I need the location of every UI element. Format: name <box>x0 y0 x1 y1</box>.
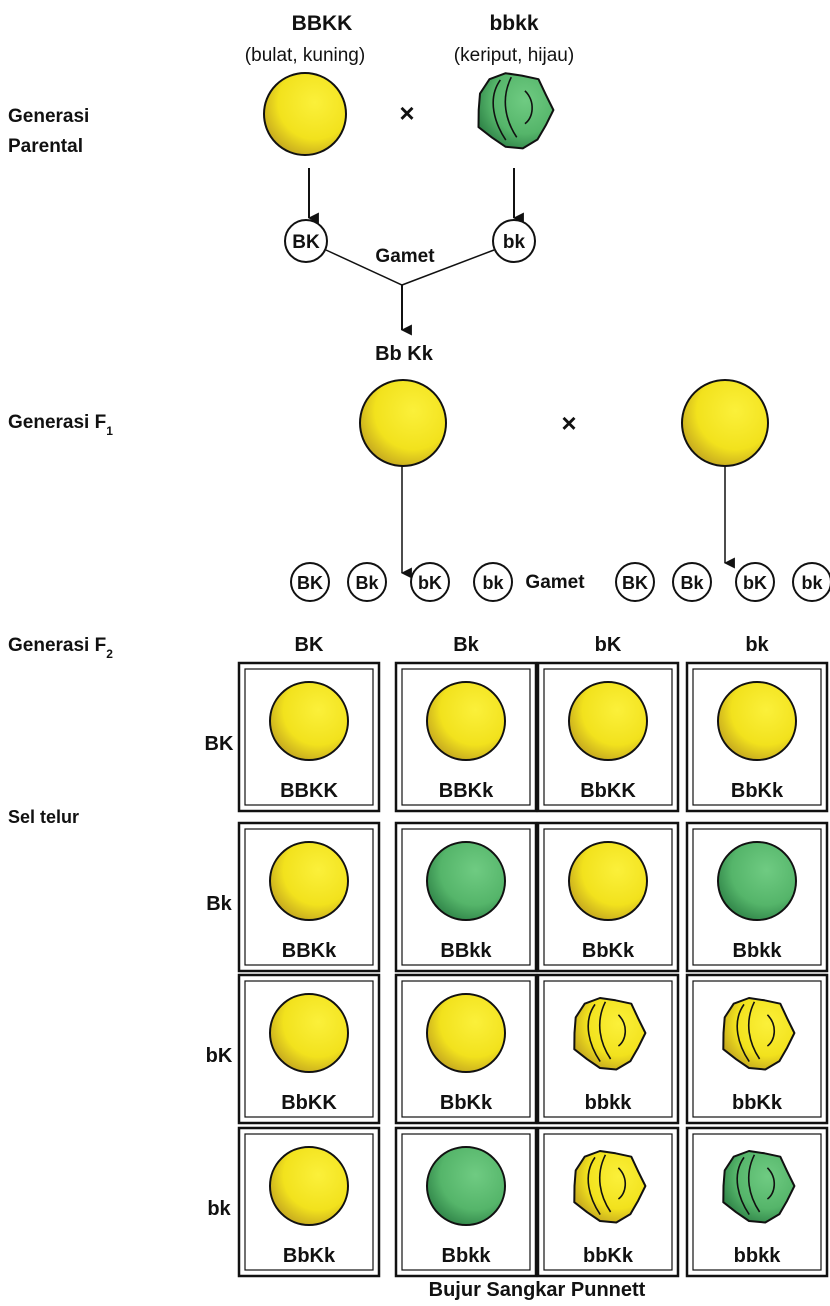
parent-right-genotype: bbkk <box>489 12 538 35</box>
punnett-cell: BBKk <box>237 821 381 973</box>
cell-genotype: BBkk <box>440 940 492 962</box>
punnett-cell: BbKK <box>536 661 680 813</box>
cell-genotype: BBKk <box>439 780 494 802</box>
parent-left-phenotype: (bulat, kuning) <box>245 45 365 66</box>
punnett-cell: Bbkk <box>394 1126 538 1278</box>
gamete-label: Gamet <box>375 246 435 267</box>
punnett-seed <box>573 1150 647 1224</box>
row-header-2: Bk <box>206 893 232 915</box>
parental-label-line2: Parental <box>8 136 83 157</box>
f1-gamete-left-1-label: BK <box>297 573 323 593</box>
column-header-2: Bk <box>453 634 479 656</box>
cell-genotype: Bbkk <box>442 1245 492 1267</box>
punnett-seed <box>568 841 648 921</box>
cell-genotype: Bbkk <box>733 940 783 962</box>
column-header-1: BK <box>295 634 324 656</box>
cell-genotype: BbKK <box>281 1092 337 1114</box>
punnett-cell: BbKK <box>237 973 381 1125</box>
cell-genotype: BbKk <box>582 940 635 962</box>
f1-gamete-right-2: Bk <box>672 562 712 602</box>
punnett-seed <box>269 1146 349 1226</box>
parent-gamete-left-label: BK <box>292 232 320 253</box>
f1-gamete-right-3-label: bK <box>743 573 767 593</box>
punnett-cell: bbkk <box>536 973 680 1125</box>
side-label-sel-telur: Sel telur <box>8 807 79 827</box>
f1-seed-left <box>359 379 447 467</box>
f1-gamete-right-4: bk <box>792 562 830 602</box>
f1-gamete-right-1-label: BK <box>622 573 648 593</box>
punnett-cell: Bbkk <box>685 821 829 973</box>
punnett-seed <box>426 841 506 921</box>
parent-seeds <box>263 72 555 156</box>
f1-cross-symbol: × <box>561 408 576 438</box>
f1-gamete-left-4: bk <box>473 562 513 602</box>
cell-genotype: BbKk <box>731 780 784 802</box>
punnett-cell: BBKK <box>237 661 381 813</box>
f1-genotype: Bb Kk <box>375 343 434 365</box>
punnett-seed <box>722 997 796 1071</box>
row-header-1: BK <box>205 733 234 755</box>
punnett-cell: BbKk <box>237 1126 381 1278</box>
parent-left-seed <box>263 72 347 156</box>
cell-genotype: bbkk <box>734 1245 782 1267</box>
punnett-seed <box>722 1150 796 1224</box>
punnett-seed <box>269 841 349 921</box>
punnett-seed <box>568 681 648 761</box>
cell-genotype: bbkk <box>585 1092 633 1114</box>
f1-generation-label: Generasi F1 <box>8 412 113 438</box>
parent-gamete-right-label: bk <box>503 232 526 253</box>
cell-genotype: BbKk <box>440 1092 493 1114</box>
f1-seed-right <box>681 379 769 467</box>
f1-gamete-row: BK Bk bK bk BK Bk bK bk <box>290 562 830 602</box>
column-header-3: bK <box>595 634 622 656</box>
cell-genotype: bbKk <box>732 1092 783 1114</box>
cell-genotype: BBKK <box>280 780 338 802</box>
f1-gamete-left-3: bK <box>410 562 450 602</box>
cell-genotype: BBKk <box>282 940 337 962</box>
f1-gamete-left-1: BK <box>290 562 330 602</box>
punnett-cell: BbKk <box>394 973 538 1125</box>
row-header-3: bK <box>206 1045 233 1067</box>
punnett-cell: BbKk <box>685 661 829 813</box>
punnett-cell: BBkk <box>394 821 538 973</box>
punnett-cell: bbKk <box>536 1126 680 1278</box>
parental-label-line1: Generasi <box>8 106 89 127</box>
f1-gamete-right-4-label: bk <box>801 573 823 593</box>
f1-gamete-left-2: Bk <box>347 562 387 602</box>
f1-gamete-left-4-label: bk <box>482 573 504 593</box>
punnett-cell: BbKk <box>536 821 680 973</box>
column-header-4: bk <box>745 634 769 656</box>
f1-gamete-left-2-label: Bk <box>355 573 379 593</box>
f1-gamete-right-3: bK <box>735 562 775 602</box>
punnett-seed <box>573 997 647 1071</box>
parent-gamete-right: bk <box>492 219 536 263</box>
punnett-seed <box>269 993 349 1073</box>
f2-generation-label: Generasi F2 <box>8 635 113 661</box>
punnett-cell: bbKk <box>685 973 829 1125</box>
punnett-caption: Bujur Sangkar Punnett <box>429 1279 646 1301</box>
punnett-seed <box>426 993 506 1073</box>
punnett-seed <box>717 681 797 761</box>
parent-right-phenotype: (keriput, hijau) <box>454 45 574 66</box>
row-header-4: bk <box>207 1198 231 1220</box>
f1-gamete-label: Gamet <box>525 572 585 593</box>
punnett-seed <box>426 1146 506 1226</box>
parental-cross-symbol: × <box>399 98 414 128</box>
parent-right-seed <box>477 72 555 150</box>
punnett-cell: BBKk <box>394 661 538 813</box>
punnett-seed <box>426 681 506 761</box>
punnett-seed <box>717 841 797 921</box>
f1-gamete-left-3-label: bK <box>418 573 442 593</box>
punnett-cell: bbkk <box>685 1126 829 1278</box>
f1-gamete-right-2-label: Bk <box>680 573 704 593</box>
cell-genotype: BbKK <box>580 780 636 802</box>
parent-gamete-left: BK <box>284 219 328 263</box>
f1-gamete-right-1: BK <box>615 562 655 602</box>
punnett-seed <box>269 681 349 761</box>
parent-left-genotype: BBKK <box>292 12 353 35</box>
cell-genotype: bbKk <box>583 1245 634 1267</box>
cell-genotype: BbKk <box>283 1245 336 1267</box>
